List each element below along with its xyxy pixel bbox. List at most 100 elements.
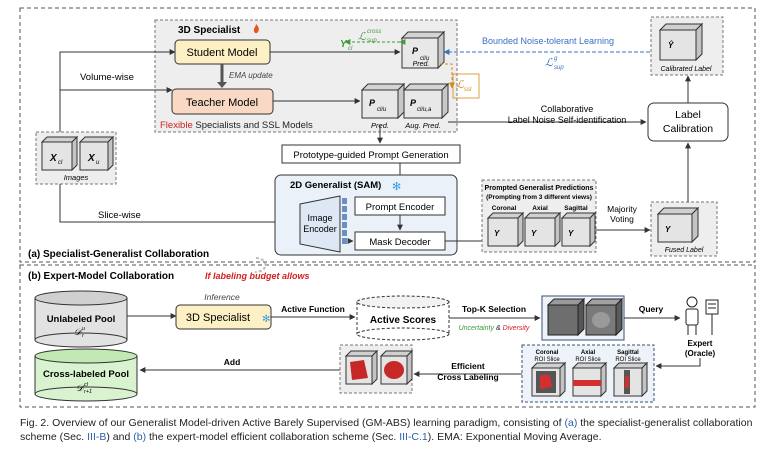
efficient-label-1: Efficient [451,361,485,371]
svg-text:cross: cross [367,29,381,35]
budget-note: If labeling budget allows [205,271,310,281]
prompt-gen-box [281,144,461,164]
section-a-frame [19,7,756,263]
caption-mid3: the expert-model efficient collaboration… [146,431,400,443]
prompted-title-2: (Prompting from 3 different views) [486,194,592,201]
student-pred-label: Pred. [413,61,430,68]
x-u-cube [78,135,115,172]
x-u-symbol: X [87,153,96,164]
svg-text:Y: Y [531,229,537,238]
svg-text:sup: sup [554,65,564,71]
svg-text:Ŷ: Ŷ [668,41,674,50]
mask-decoder-label: Mask Decoder [369,237,430,248]
inference-label: Inference [204,292,240,302]
caption-mid2: ) and [106,431,134,443]
section-b-frame [19,264,756,408]
prompt-gen-label: Prototype-guided Prompt Generation [293,150,448,161]
coronal-label: Coronal [492,205,517,212]
volume-to-student-arrow [59,49,176,90]
snowflake-icon: ✻ [392,181,401,193]
cross-labeled-pool-cylinder [34,348,138,402]
fused-label-cube [656,206,700,244]
ssl-arrow [440,63,455,89]
image-encoder-label-1: Image [307,213,332,223]
slice-wise-label: Slice-wise [98,210,141,221]
feature-tokens [342,198,347,244]
l-sup-symbol: ℒ [545,57,554,69]
axial-roi-label: Axial [581,350,596,356]
svg-text:Y: Y [665,225,671,234]
svg-text:r: r [82,333,85,339]
query-label: Query [639,304,664,314]
label-calibration-2: Calibration [663,123,713,135]
cross-labeled-pool-label: Cross-labeled Pool [43,369,129,380]
caption-a[interactable]: (a) [564,417,578,429]
axial-label: Axial [532,205,548,212]
labeled-volume-1 [344,349,379,386]
expert-to-roi-arrow [655,358,701,369]
efficient-label-2: Cross Labeling [437,372,498,382]
topk-label: Top-K Selection [462,304,526,314]
y-cl-symbol: Y [340,39,348,50]
caption-ref2[interactable]: III-C.1 [399,431,428,443]
active-scores-cylinder [356,295,450,341]
svg-text:r+1: r+1 [84,389,92,395]
l-ssl-symbol: ℒ [456,79,465,91]
image-encoder-label-2: Encoder [303,224,337,234]
snowflake-b-icon: ✻ [262,314,270,325]
calibrated-label-cube [658,22,704,62]
svg-text:ROI Slice: ROI Slice [534,357,560,363]
svg-text:cl: cl [348,46,353,52]
axial-pred-cube [523,211,562,248]
slice-wise-arrow [59,184,301,225]
section-b-label: (b) Expert-Model Collaboration [28,271,174,282]
coronal-roi-label: Coronal [536,350,559,356]
collab-label-1: Collaborative [541,104,594,114]
flexible-caption: Flexible Specialists and SSL Models [160,120,313,131]
expert-icon [685,296,719,335]
calibrated-label-text: Calibrated Label [661,66,712,73]
section-a-label: (a) Specialist-Generalist Collaboration [28,249,209,260]
svg-text:cl/u,a: cl/u,a [417,107,432,113]
ema-label: EMA update [229,71,273,80]
majority-label-2: Voting [610,214,634,224]
flexible-word: Flexible [160,120,193,131]
sagittal-roi-cube [612,361,649,398]
svg-text:Y: Y [494,229,500,238]
caption-lead: Fig. 2. Overview of our Generalist Model… [20,417,565,429]
volume-wise-label: Volume-wise [80,72,134,83]
caption-b[interactable]: (b) [133,431,147,443]
aug-pred-cube [402,82,450,120]
fused-label-text: Fused Label [665,247,704,254]
active-scores-label: Active Scores [370,315,437,326]
label-calibration-1: Label [675,109,701,121]
svg-text:ROI Slice: ROI Slice [575,357,601,363]
add-label: Add [224,357,241,367]
x-cl-symbol: X [49,153,58,164]
axial-roi-cube [571,361,608,398]
sagittal-pred-cube [560,211,597,248]
specialist-title: 3D Specialist [178,25,241,36]
expert-label-2: (Oracle) [685,349,716,358]
figure-caption: Fig. 2. Overview of our Generalist Model… [20,416,755,444]
fire-icon [253,24,259,33]
specialist-b-label: 3D Specialist [186,312,250,324]
svg-text:cl: cl [58,160,63,166]
caption-tail: ). EMA: Exponential Moving Average. [427,431,602,443]
image-encoder-shape [299,195,341,253]
selected-volume-1 [546,297,586,337]
teacher-pred-cube [360,82,406,120]
caption-ref1[interactable]: III-B [87,431,107,443]
x-cl-cube [40,135,79,172]
teacher-model-label: Teacher Model [186,97,258,109]
uncertainty-diversity: Uncertainty & Diversity [459,325,530,332]
svg-text:u: u [82,326,85,332]
selected-volume-2 [584,297,624,337]
svg-text:ssl: ssl [464,87,472,93]
coronal-roi-cube [530,361,567,398]
flexible-rest: Specialists and SSL Models [193,120,313,131]
collab-label-2: Label Noise Self-identification [508,115,627,125]
svg-text:cl/u: cl/u [420,56,430,62]
l-sup-cross-symbol: ℒ [358,31,367,43]
